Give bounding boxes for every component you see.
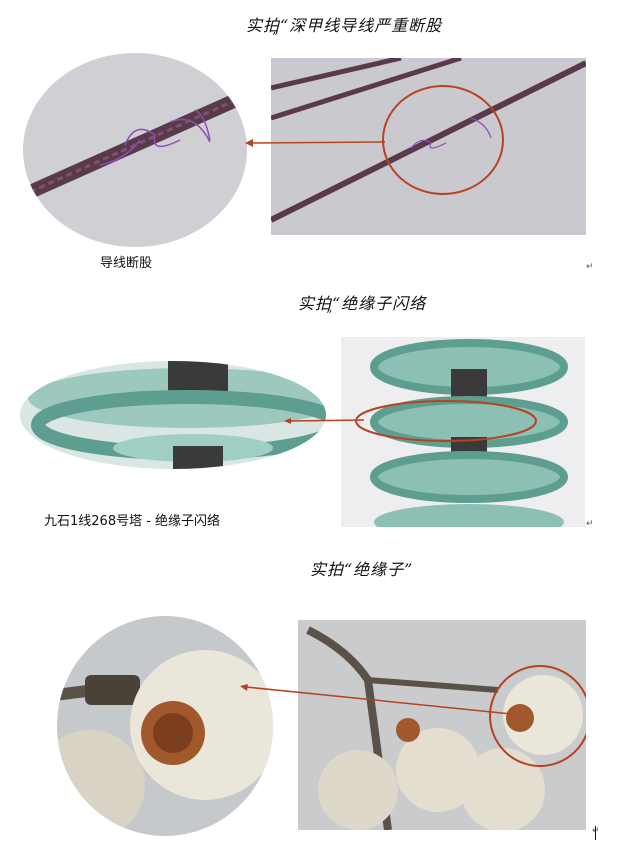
paragraph-mark-2: ↵ — [586, 519, 594, 529]
section-3-title: 实拍“绝缘子” — [310, 560, 414, 579]
section-1-caption: 导线断股 — [100, 256, 153, 271]
section-2-title: 实拍“绝缘子闪络 — [298, 294, 427, 313]
section-2-pointer-line — [284, 418, 364, 424]
section-1-title-tail: ” — [272, 30, 279, 44]
section-3-pointer-line — [240, 684, 512, 715]
section-2-caption: 九石1线268号塔 - 绝缘子闪络 — [44, 514, 221, 529]
section-3-main-photo — [298, 620, 586, 830]
section-1-zoom-photo — [23, 53, 247, 247]
section-2-title-tail: ” — [326, 308, 333, 322]
section-1-title: 实拍“深甲线导线严重断股 — [246, 16, 443, 35]
section-1-pointer-line — [245, 139, 385, 147]
paragraph-mark: ↵ — [586, 262, 594, 272]
section-3-zoom-photo — [57, 616, 273, 836]
text-cursor — [595, 826, 596, 840]
section-2-zoom-photo — [20, 361, 326, 469]
section-1-main-photo — [271, 58, 586, 235]
section-2-main-photo — [341, 337, 585, 527]
